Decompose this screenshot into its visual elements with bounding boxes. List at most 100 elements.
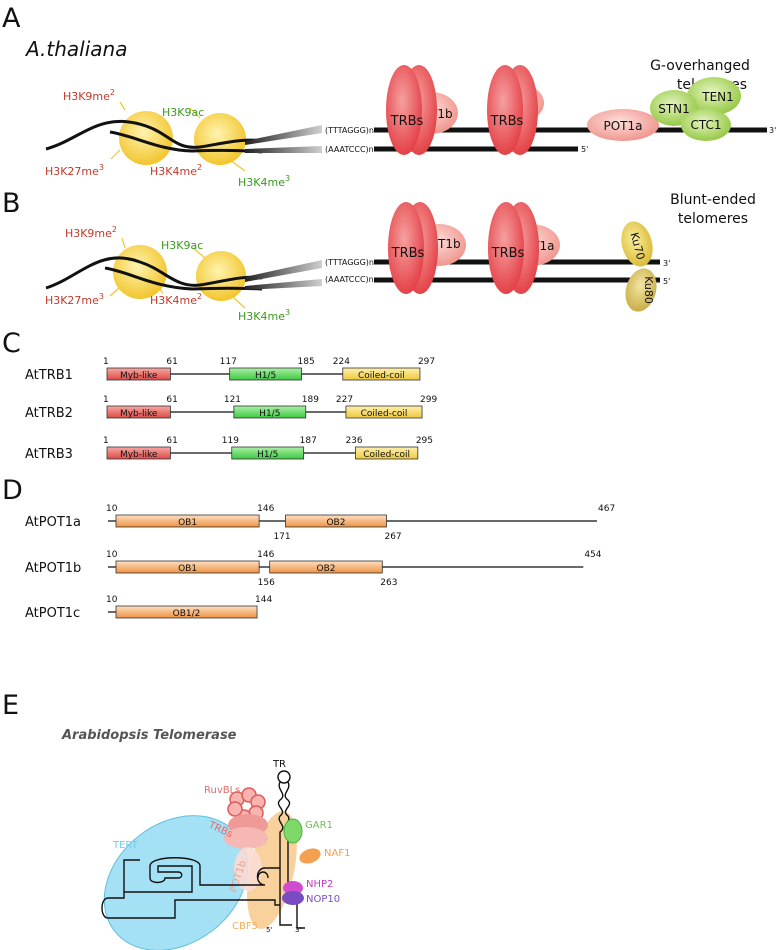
trb-domain-label: H1/5 bbox=[259, 409, 280, 419]
pot1-protein-name: AtPOT1b bbox=[25, 561, 81, 576]
pot1-residue-start: 156 bbox=[258, 578, 275, 588]
mark-h3k4me2-b: H3K4me2 bbox=[150, 292, 202, 307]
ctc1-a bbox=[681, 109, 731, 141]
trb-domain-label: H1/5 bbox=[257, 450, 278, 460]
end-5-b: 5' bbox=[663, 277, 670, 286]
mark-h3k4me3-a: H3K4me3 bbox=[238, 174, 290, 189]
dna-fan-a-bottom bbox=[245, 146, 322, 153]
chromatin-dna-b1 bbox=[45, 256, 263, 290]
pot1-ob-domain bbox=[115, 560, 260, 574]
trb-domain-label: Coiled-coil bbox=[361, 409, 408, 419]
trb-front-a2 bbox=[487, 65, 523, 155]
pot1b-subunit bbox=[234, 847, 262, 891]
panel-letter-e: E bbox=[2, 690, 19, 721]
pot1-start-residue: 10 bbox=[106, 595, 118, 605]
pot1-ob-domain bbox=[285, 514, 387, 528]
trbs-subunit-2 bbox=[224, 827, 268, 849]
pot1-length: 454 bbox=[584, 550, 601, 560]
panel-letter-a: A bbox=[2, 3, 21, 34]
nucleosome-a2 bbox=[194, 113, 246, 165]
trb-residue-start: 119 bbox=[222, 436, 239, 446]
trb-residue-end: 187 bbox=[300, 436, 317, 446]
pot1a-a2 bbox=[587, 109, 659, 141]
trb-domain-myb bbox=[106, 405, 171, 419]
trb-protein-name: AtTRB1 bbox=[25, 368, 73, 383]
dna-fan-b-top bbox=[245, 260, 322, 282]
trb-front-b2 bbox=[488, 202, 524, 294]
pot1-length: 467 bbox=[598, 504, 615, 514]
gar1-label: GAR1 bbox=[305, 820, 333, 831]
trb-domain-label: Coiled-coil bbox=[363, 450, 410, 460]
pot1-ob-domain bbox=[115, 605, 258, 619]
mark-h3k27me3-a: H3K27me3 bbox=[45, 163, 104, 178]
chromatin-dna-a1 bbox=[45, 119, 263, 151]
pot1-domain-label: OB1 bbox=[178, 518, 197, 528]
stn1-label-a: STN1 bbox=[658, 102, 690, 116]
tr-end-5: 5' bbox=[266, 926, 272, 934]
panel-letter-b: B bbox=[2, 188, 21, 219]
pot1-residue-end: 267 bbox=[384, 532, 401, 542]
ku80-b bbox=[625, 268, 657, 312]
ten1-a bbox=[687, 77, 741, 115]
seq-top-b: (TTTAGGG)n bbox=[325, 258, 374, 267]
pot1-domain-label: OB2 bbox=[316, 564, 335, 574]
dna-fan-a-top bbox=[245, 125, 322, 145]
tr-end-3: 3' bbox=[295, 926, 301, 934]
trb-front-b1 bbox=[388, 202, 424, 294]
trb-domain-label: Coiled-coil bbox=[358, 371, 405, 381]
trb-protein-name: AtTRB3 bbox=[25, 447, 73, 462]
trb-domain-h15 bbox=[233, 405, 307, 419]
trb-domain-coil bbox=[345, 405, 423, 419]
chromatin-dna-a2 bbox=[109, 130, 263, 154]
seq-bottom-a: (AAATCCC)n bbox=[325, 145, 374, 154]
pot1-protein-name: AtPOT1c bbox=[25, 606, 80, 621]
nhp2-label: NHP2 bbox=[306, 879, 333, 890]
dna-fan-b-bottom bbox=[245, 279, 322, 290]
trb-residue-end: 61 bbox=[166, 395, 177, 405]
mark-h3k4me2-a: H3K4me2 bbox=[150, 163, 202, 178]
pot1-ob-domain bbox=[269, 560, 383, 574]
trb-domain-myb bbox=[106, 367, 171, 381]
trb-front-a1 bbox=[386, 65, 422, 155]
panel-a: A A.thaliana G-overhanged telomeres H3K9… bbox=[2, 3, 776, 189]
trb-domain-h15 bbox=[229, 367, 302, 381]
pot1-residue-end: 146 bbox=[257, 504, 274, 514]
mark-h3k9me2-a: H3K9me2 bbox=[63, 88, 115, 103]
cbf5-label: CBF5 bbox=[232, 921, 258, 932]
panel-letter-d: D bbox=[2, 475, 23, 506]
trb-protein-name: AtTRB2 bbox=[25, 406, 73, 421]
trb-length: 299 bbox=[420, 395, 437, 405]
panel-e: E Arabidopsis Telomerase TERT CBF5 RuvBL… bbox=[2, 690, 350, 950]
end-3-b: 3' bbox=[663, 259, 670, 268]
trb-residue-end: 61 bbox=[166, 436, 177, 446]
tert-label: TERT bbox=[112, 840, 139, 851]
pot1-residue-start: 171 bbox=[273, 532, 290, 542]
trb-length: 297 bbox=[418, 357, 435, 367]
pot1-ob-domain bbox=[115, 514, 260, 528]
ctc1-label-a: CTC1 bbox=[690, 118, 721, 132]
ku70-b bbox=[621, 221, 653, 267]
trb-residue-start: 121 bbox=[224, 395, 241, 405]
ku80-label-b: Ku80 bbox=[642, 276, 655, 304]
trb-domain-label: H1/5 bbox=[255, 371, 276, 381]
panel-a-title-1: G-overhanged bbox=[650, 58, 750, 74]
seq-top-a: (TTTAGGG)n bbox=[325, 126, 374, 135]
ten1-label-a: TEN1 bbox=[701, 90, 734, 104]
trb-residue-end: 61 bbox=[166, 357, 177, 367]
trb-label-a2: TRBs bbox=[490, 114, 524, 129]
pot1-domain-label: OB1 bbox=[178, 564, 197, 574]
trb-residue-start: 224 bbox=[333, 357, 350, 367]
trb-domain-label: Myb-like bbox=[120, 371, 158, 381]
trb-domain-myb bbox=[106, 446, 171, 460]
panel-b-title-1: Blunt-ended bbox=[670, 192, 756, 208]
end-5-a: 5' bbox=[581, 145, 588, 154]
pot1-domain-label: OB2 bbox=[326, 518, 345, 528]
trb-domain-label: Myb-like bbox=[120, 450, 158, 460]
panel-b-title-2: telomeres bbox=[678, 211, 748, 227]
ruvbls-label: RuvBLs bbox=[204, 785, 240, 796]
pot1-protein-name: AtPOT1a bbox=[25, 515, 81, 530]
nucleosome-a1 bbox=[119, 111, 173, 165]
mark-h3k9me2-b: H3K9me2 bbox=[65, 225, 117, 240]
trb-label-b1: TRBs bbox=[391, 246, 425, 261]
